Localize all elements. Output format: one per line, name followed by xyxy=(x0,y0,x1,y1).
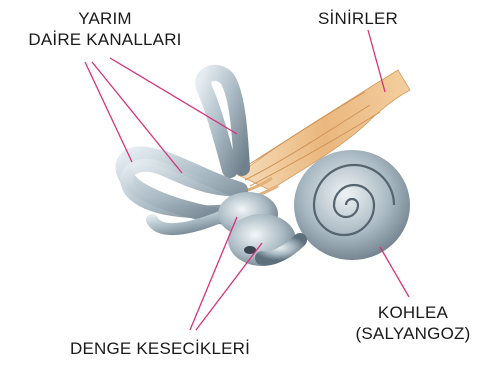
label-vestibular-sacs: DENGE KESECİKLERİ xyxy=(70,338,250,359)
superior-canal xyxy=(203,73,242,170)
leader-sac-1 xyxy=(190,217,237,330)
label-semicircular-canals: YARIM DAİRE KANALLARI xyxy=(10,8,200,50)
label-cochlea-line2: (SALYANGOZ) xyxy=(348,323,478,344)
leader-canal-1 xyxy=(85,62,132,162)
label-semicircular-line2: DAİRE KANALLARI xyxy=(10,29,200,50)
leader-cochlea xyxy=(380,247,409,297)
leader-sac-2 xyxy=(196,243,262,330)
leader-nerves xyxy=(368,30,385,92)
label-cochlea-line1: KOHLEA xyxy=(348,302,478,323)
label-cochlea: KOHLEA (SALYANGOZ) xyxy=(348,302,478,344)
label-nerves: SİNİRLER xyxy=(318,8,398,29)
label-semicircular-line1: YARIM xyxy=(10,8,200,29)
